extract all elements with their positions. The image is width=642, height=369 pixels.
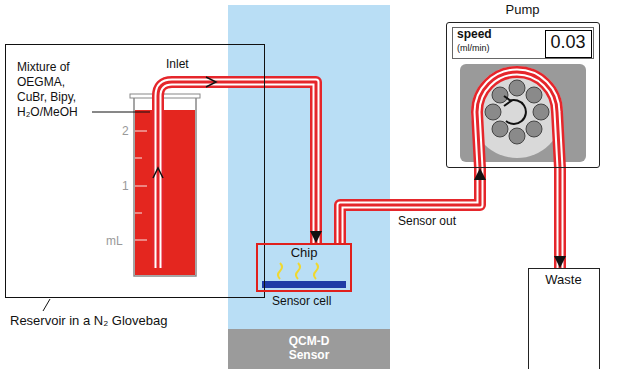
tube-outer xyxy=(554,168,566,268)
roller xyxy=(526,121,542,137)
rotation-arrow-head xyxy=(504,96,511,106)
flow-head xyxy=(265,82,316,243)
sensor-cell: ChipSensor cell xyxy=(256,243,352,292)
leader-line xyxy=(92,112,150,113)
roller xyxy=(509,80,525,96)
flow-arrow xyxy=(153,168,163,178)
tick xyxy=(135,185,147,186)
graduation-unit: mL xyxy=(106,234,123,249)
tick xyxy=(135,157,142,158)
graduation-ticks xyxy=(135,131,147,240)
cell-heading: Sensor cell xyxy=(272,295,331,309)
rollers xyxy=(485,80,549,144)
flow-head xyxy=(340,168,480,243)
leader-line xyxy=(43,299,50,311)
reservoir-tube xyxy=(158,82,266,268)
sensor-chip-plate xyxy=(262,281,346,288)
beaker-lip xyxy=(130,94,200,98)
tube-core xyxy=(158,82,266,268)
tubing xyxy=(265,82,316,243)
roller xyxy=(485,104,501,120)
tube-core xyxy=(340,168,480,243)
tube-stripe xyxy=(477,72,560,168)
tick xyxy=(135,130,147,131)
tick xyxy=(135,212,142,213)
unit-label: (ml/min) xyxy=(457,43,490,53)
cell-label: Chip xyxy=(291,246,318,261)
waste-box: Waste xyxy=(528,268,600,369)
roller xyxy=(526,87,542,103)
flow-arrow xyxy=(206,77,216,87)
tube-core xyxy=(265,82,316,243)
tubing xyxy=(340,168,480,243)
tick xyxy=(135,239,147,240)
tube-core xyxy=(477,72,560,168)
tube-stripe xyxy=(158,82,266,268)
roller xyxy=(492,121,508,137)
pump-heading: Pump xyxy=(506,3,540,18)
beaker xyxy=(134,96,196,276)
tube-outer xyxy=(477,72,560,168)
box-heading: Reservoir in a N₂ Glovebag xyxy=(10,314,168,329)
display-label: speed xyxy=(457,28,492,42)
wave xyxy=(296,263,300,279)
tube-stripe xyxy=(557,168,564,268)
liquid xyxy=(135,110,195,275)
pump-tube xyxy=(477,72,560,168)
pump-box: Pumpspeed(ml/min)0.03 xyxy=(446,22,600,168)
speed-readout: 0.03 xyxy=(545,30,592,58)
flow-head xyxy=(560,168,561,268)
speed-display: speed(ml/min) 0.03 xyxy=(452,27,594,59)
graduation-number: 2 xyxy=(122,124,129,139)
sensor-base: QCM-D Sensor xyxy=(228,329,390,369)
tube-label: Sensor out xyxy=(398,214,456,229)
wave xyxy=(278,263,282,279)
wave xyxy=(314,263,318,279)
graduation-number: 1 xyxy=(122,179,129,194)
roller xyxy=(533,104,549,120)
tube-outer xyxy=(158,82,266,268)
mixture-label: Mixture of OEGMA, CuBr, Bipy, H₂O/MeOH xyxy=(17,60,89,120)
tube-outer xyxy=(340,168,480,243)
waste-label: Waste xyxy=(545,273,581,288)
qcm-panel xyxy=(228,5,390,329)
roller xyxy=(492,87,508,103)
readout-value: 0.03 xyxy=(550,32,585,53)
roller xyxy=(509,128,525,144)
tubing xyxy=(560,168,561,268)
tube-stripe xyxy=(265,82,316,243)
wave-lines xyxy=(278,263,318,279)
tube-core xyxy=(559,168,562,268)
inlet-label: Inlet xyxy=(166,57,189,72)
tube-stripe xyxy=(340,168,480,243)
tube-outer xyxy=(265,82,316,243)
base-label: QCM-D Sensor xyxy=(281,335,337,363)
